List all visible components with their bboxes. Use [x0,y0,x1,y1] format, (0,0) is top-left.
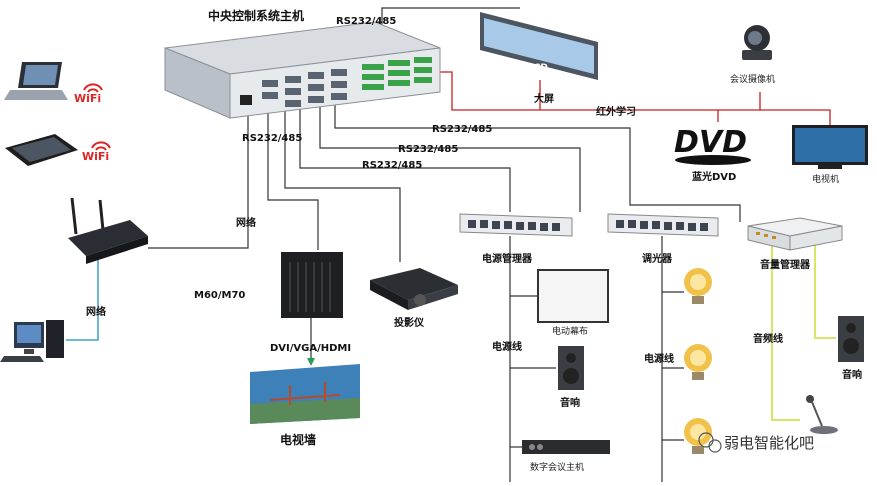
label-video-wall: 电视墙 [280,432,316,447]
wire-host-lcd [381,7,520,30]
label-audio-manager: 音量管理器 [760,258,811,271]
label-dimmer: 调光器 [642,252,673,265]
wire-network-router [148,110,249,249]
conference-host-icon [522,440,610,454]
light-bulb-icon [684,418,712,454]
dvd-logo: DVD [674,125,751,165]
label-audio-line: 音频线 [753,332,783,345]
label-power-line-1: 电源线 [492,340,522,353]
label-power-line-2: 电源线 [644,352,674,365]
tablet-icon [5,134,78,166]
camera-icon [742,25,772,60]
label-camera: 会议摄像机 [730,73,775,85]
router-icon [68,197,148,264]
label-rs232-b: RS232/485 [398,144,458,155]
wire-rs-proj [284,105,401,262]
label-tv: 电视机 [812,173,839,185]
wire-rs-dimmer [319,105,581,212]
wire-red-ir [430,71,761,111]
label-speaker-1: 音响 [560,396,580,409]
watermark-text: 弱电智能化吧 [724,434,814,452]
lcd-text: LCD [528,63,548,73]
dvd-logo-text: DVD [674,125,747,160]
light-bulb-icon [684,268,712,304]
watermark: 弱电智能化吧 [698,432,814,453]
big-screen-lcd: LCD [480,12,598,80]
audio-manager [747,217,843,251]
dimmer [607,213,719,237]
laptop-icon [4,62,68,100]
label-network-1: 网络 [236,216,256,229]
label-speaker-2: 音响 [842,368,862,381]
tv-icon [792,125,868,169]
host-ports [262,69,347,107]
label-rs232-a: RS232/485 [432,124,492,135]
projection-screen-icon [537,269,609,323]
wires [66,7,836,482]
wire-rs-m60 [267,105,319,250]
label-dvi: DVI/VGA/HDMI [270,343,351,354]
label-big-screen: 大屏 [534,92,554,105]
label-rs232-c: RS232/485 [362,160,422,171]
projector-icon [370,268,458,310]
arrow-down-icon [307,358,315,366]
wire-router-pc [66,260,99,341]
host-terminals [362,57,432,90]
wire-audio-mic [771,245,800,421]
microphone-icon [806,395,838,434]
speaker-icon [558,346,584,390]
label-conf-host: 数字会议主机 [530,461,584,473]
label-network-2: 网络 [86,305,106,318]
label-power-manager: 电源管理器 [482,252,533,265]
wifi-label-2: WiFi [82,150,109,163]
power-manager [459,213,573,237]
wechat-icon-2 [708,439,722,453]
host-title: 中央控制系统主机 [208,8,304,23]
label-bluray: 蓝光DVD [692,170,736,183]
wire-red-tv [760,109,831,125]
label-screen: 电动幕布 [552,325,588,337]
label-rs232-top: RS232/485 [336,16,396,27]
wire-rs-power [299,105,511,212]
video-wall [250,364,360,424]
matrix-m60-icon [281,252,343,318]
wifi-label-1: WiFi [74,92,101,105]
desktop-pc-icon [0,320,64,362]
label-rs232-left: RS232/485 [242,133,302,144]
label-ir-learn: 红外学习 [596,105,636,118]
wire-rs-audio [334,105,741,222]
speaker-icon [838,316,864,362]
label-m60: M60/M70 [194,290,245,301]
wifi-icon [83,83,103,93]
wifi-icon [91,141,111,151]
rj45-port-icon [240,95,252,105]
wire-audio-spk [814,245,836,339]
light-bulb-icon [684,344,712,380]
label-projector: 投影仪 [394,316,425,329]
central-host: 中央控制系统主机 [164,8,441,119]
